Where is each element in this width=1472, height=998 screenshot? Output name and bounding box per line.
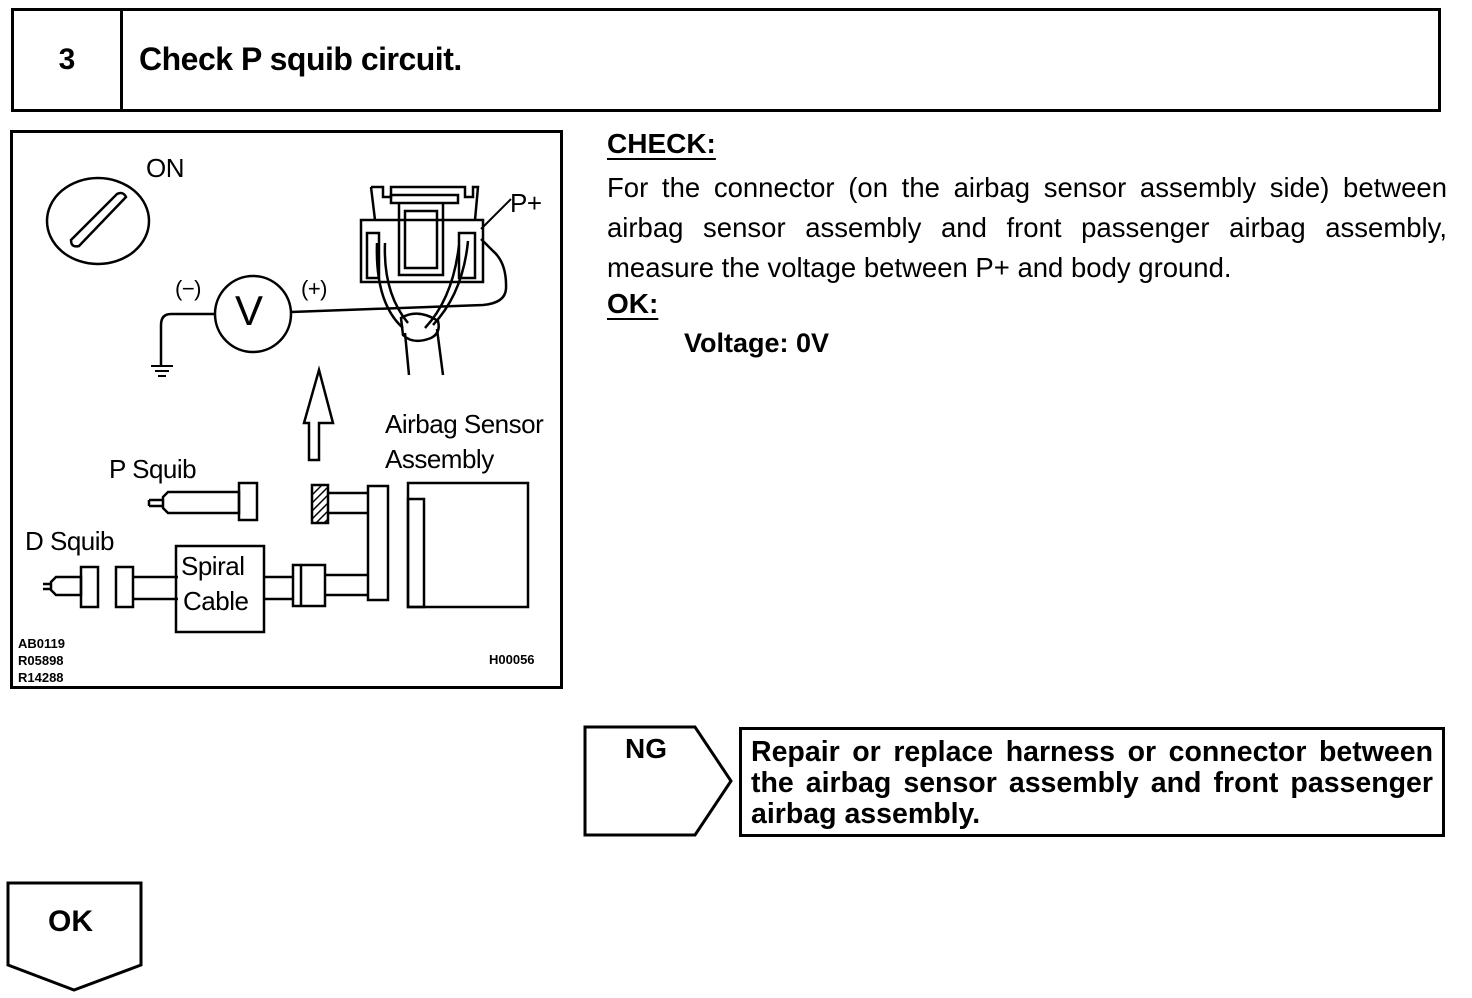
p-squib-connector <box>147 481 259 522</box>
ng-arrow-icon <box>583 725 733 837</box>
ok-heading: OK: <box>607 288 659 319</box>
figure-code-1: AB0119 <box>18 636 65 651</box>
figure-code-2: R05898 <box>18 653 64 668</box>
sensor-side-connector <box>366 484 390 602</box>
ng-label: NG <box>625 733 667 764</box>
step-header: 3 Check P squib circuit. <box>11 8 1441 112</box>
ignition-on-label: ON <box>146 153 185 183</box>
spiral-cable-label-line2: Cable <box>183 586 249 616</box>
voltmeter-symbol: V <box>235 287 263 334</box>
connector-icon <box>359 185 485 376</box>
check-heading: CHECK: <box>607 128 716 159</box>
ok-result-label: OK <box>48 905 93 938</box>
spiral-cable <box>174 544 266 634</box>
p-plus-terminal-label: P+ <box>510 188 542 218</box>
step-title: Check P squib circuit. <box>139 41 462 77</box>
positive-lead-label: (+) <box>301 276 328 301</box>
airbag-sensor-label-line1: Airbag Sensor <box>385 409 544 439</box>
ok-down-arrow-icon <box>6 881 143 992</box>
figure-code-3: R14288 <box>18 670 64 685</box>
check-instructions: For the connector (on the airbag sensor … <box>607 172 1447 283</box>
d-squib-label: D Squib <box>25 526 115 556</box>
p-squib-label: P Squib <box>109 454 197 484</box>
ng-repair-text: Repair or replace harness or connector b… <box>751 736 1433 830</box>
d-squib-connector <box>43 565 178 609</box>
circuit-diagram-drawing <box>43 176 530 634</box>
up-arrow-icon <box>302 365 335 462</box>
figure-code-right: H00056 <box>489 652 535 667</box>
airbag-sensor-assembly <box>406 481 530 609</box>
ignition-switch-icon <box>45 176 151 266</box>
spiral-cable-label-line1: Spiral <box>181 551 245 581</box>
circuit-diagram: ON V (−) (+) P+ Airbag Sensor Assembly P… <box>10 130 563 689</box>
spiral-cable-connector <box>291 563 327 608</box>
ground-icon <box>151 365 173 377</box>
negative-lead-label: (−) <box>175 276 202 301</box>
airbag-sensor-label-line2: Assembly <box>385 444 494 474</box>
step-number: 3 <box>14 11 123 109</box>
ok-voltage-spec: Voltage: 0V <box>684 328 830 358</box>
ng-repair-action: Repair or replace harness or connector b… <box>739 727 1445 837</box>
